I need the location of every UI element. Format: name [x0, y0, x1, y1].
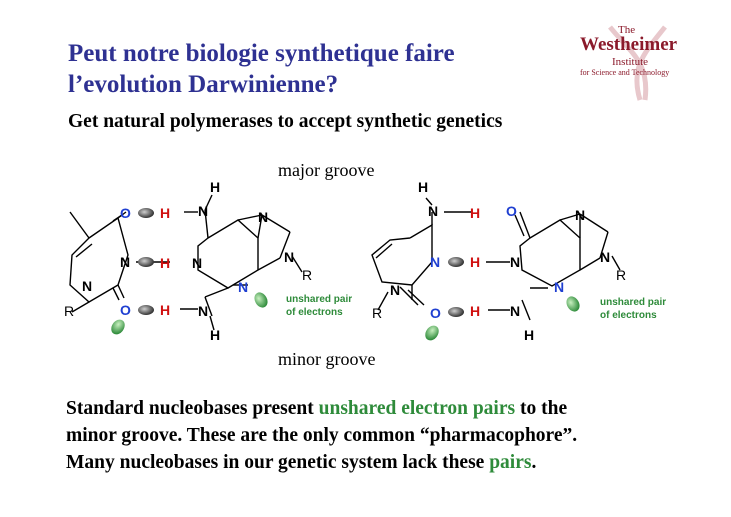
body-line-3a: Many nucleobases in our genetic system l… [66, 452, 490, 473]
svg-text:unshared pair: unshared pair [286, 294, 352, 305]
logo-institute: Institute [612, 56, 649, 68]
svg-text:N: N [284, 249, 294, 265]
svg-text:N: N [120, 254, 130, 270]
major-groove-label: major groove [278, 160, 375, 180]
right-lone-pairs [425, 257, 580, 341]
body-line-2: minor groove. These are the only common … [66, 425, 578, 446]
svg-text:N: N [575, 207, 585, 223]
left-pair-atoms: O N O N R H H H N H N N N R N N H [64, 179, 312, 343]
svg-text:N: N [258, 209, 268, 225]
logo-tagline: for Science and Technology [580, 68, 670, 77]
svg-text:N: N [510, 254, 520, 270]
ribbon-graphic [608, 25, 667, 101]
svg-text:N: N [390, 282, 400, 298]
right-unshared-label: unshared pair of electrons [600, 297, 666, 321]
body-line-1a: Standard nucleobases present [66, 398, 319, 419]
svg-text:R: R [64, 303, 74, 319]
svg-text:N: N [554, 279, 564, 295]
svg-text:H: H [210, 327, 220, 343]
svg-text:N: N [510, 303, 520, 319]
slide-title: Peut notre biologie synthetique faire l’… [68, 38, 548, 100]
svg-text:of electrons: of electrons [286, 307, 343, 318]
svg-text:N: N [192, 255, 202, 271]
body-line-3c: . [531, 452, 537, 473]
title-line-1: Peut notre biologie synthetique faire [68, 40, 455, 67]
left-unshared-label: unshared pair of electrons [286, 294, 352, 318]
svg-text:unshared pair: unshared pair [600, 297, 666, 308]
svg-text:N: N [600, 249, 610, 265]
svg-text:R: R [616, 267, 626, 283]
svg-text:O: O [120, 205, 131, 221]
svg-text:O: O [506, 203, 517, 219]
svg-text:of electrons: of electrons [600, 310, 657, 321]
base-pair-diagram: O N O N R H H H N H N N N R N N H unshar… [64, 179, 666, 343]
logo-name: Westheimer [580, 34, 678, 55]
svg-text:H: H [160, 255, 170, 271]
subtitle: Get natural polymerases to accept synthe… [68, 111, 503, 132]
body-line-3: Many nucleobases in our genetic system l… [66, 449, 706, 476]
svg-text:N: N [198, 203, 208, 219]
logo-the: The [618, 24, 636, 36]
svg-text:O: O [120, 302, 131, 318]
left-lone-pairs [111, 208, 268, 335]
svg-text:H: H [160, 302, 170, 318]
title-line-2: l’evolution Darwinienne? [68, 71, 339, 98]
svg-text:H: H [418, 179, 428, 195]
body-text: Standard nucleobases present unshared el… [66, 395, 706, 476]
svg-text:N: N [238, 279, 248, 295]
svg-text:N: N [430, 254, 440, 270]
svg-text:H: H [160, 205, 170, 221]
body-highlight-unshared: unshared electron pairs [318, 398, 516, 419]
body-line-1c: to the [515, 398, 568, 419]
svg-text:H: H [470, 205, 480, 221]
svg-text:N: N [198, 303, 208, 319]
svg-text:H: H [470, 303, 480, 319]
right-pair [371, 197, 621, 321]
body-line-1: Standard nucleobases present unshared el… [66, 395, 706, 422]
svg-text:N: N [428, 203, 438, 219]
svg-text:N: N [82, 278, 92, 294]
left-pair [69, 194, 303, 331]
svg-text:R: R [302, 267, 312, 283]
minor-groove-label: minor groove [278, 349, 376, 369]
westheimer-logo: The Westheimer Institute for Science and… [560, 22, 700, 102]
svg-text:H: H [524, 327, 534, 343]
body-highlight-pairs: pairs [489, 452, 532, 473]
svg-text:O: O [430, 305, 441, 321]
svg-text:R: R [372, 305, 382, 321]
svg-text:H: H [470, 254, 480, 270]
svg-text:H: H [210, 179, 220, 195]
right-pair-atoms: H N H O N H N N R O H N H N N N R [372, 179, 626, 343]
